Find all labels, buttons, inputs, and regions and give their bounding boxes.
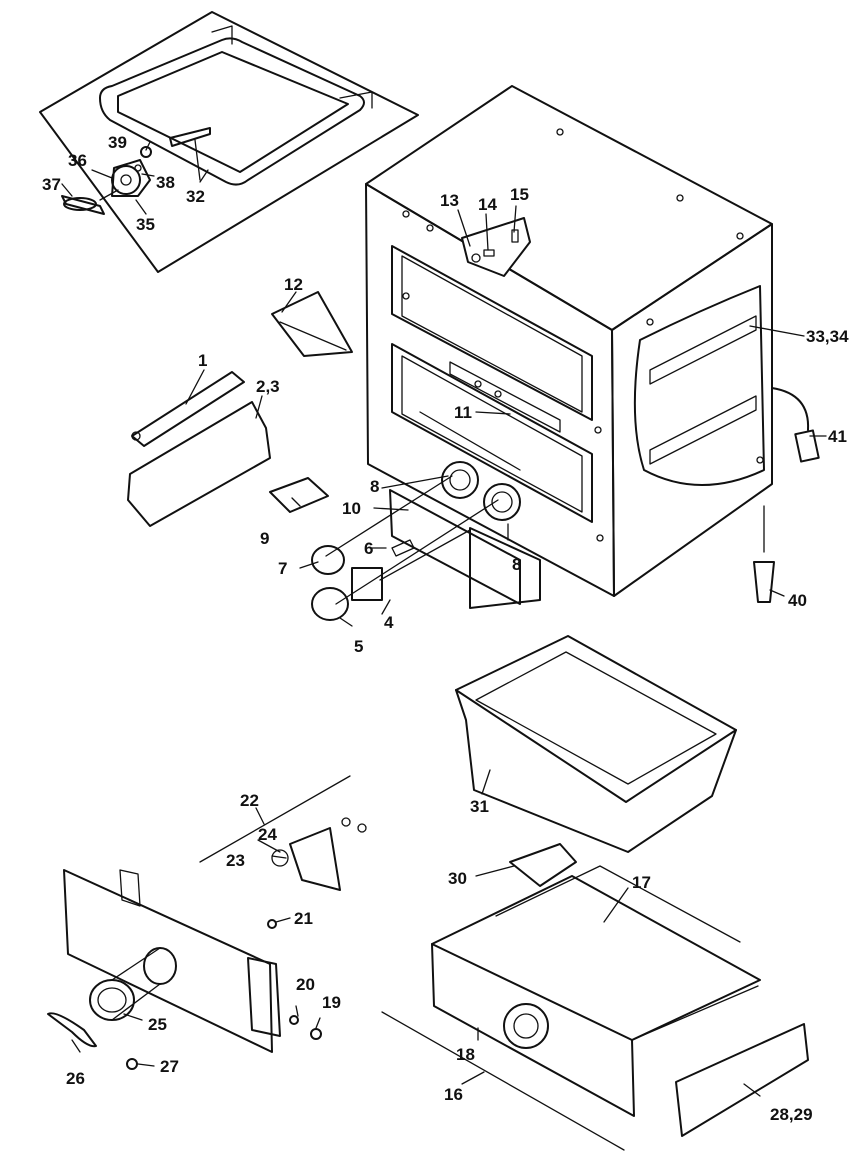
callout-27: 27 [160, 1057, 179, 1076]
callout-5: 5 [354, 637, 363, 656]
callout-6: 6 [364, 539, 373, 558]
bracket-12 [271, 291, 353, 357]
heating-element-1 [131, 371, 245, 447]
part-9 [269, 477, 329, 513]
callout-19: 19 [322, 993, 341, 1012]
callout-39: 39 [108, 133, 127, 152]
callout-14: 14 [478, 195, 497, 214]
callout-26: 26 [66, 1069, 85, 1088]
callout-11: 11 [454, 403, 472, 422]
screw-6 [391, 539, 415, 557]
switch-4 [351, 567, 383, 601]
ring-8a [441, 461, 479, 499]
callout-36: 36 [68, 151, 87, 170]
callout-38: 38 [156, 173, 175, 192]
callout-2-3: 2,3 [256, 377, 280, 396]
knob-7 [311, 545, 345, 575]
callout-8-left: 8 [370, 477, 379, 496]
callout-9: 9 [260, 529, 269, 548]
reflector-2-3 [127, 401, 271, 527]
leader-lines [61, 141, 827, 1097]
callout-25: 25 [148, 1015, 167, 1034]
callout-23: 23 [226, 851, 245, 870]
callout-17: 17 [632, 873, 651, 892]
callout-30: 30 [448, 869, 467, 888]
callout-10: 10 [342, 499, 361, 518]
plate-10 [389, 489, 521, 605]
callout-37: 37 [42, 175, 61, 194]
callout-labels: 1 2,3 4 5 6 7 8 8 9 10 11 12 13 14 15 16… [42, 133, 849, 1124]
callout-22: 22 [240, 791, 259, 810]
top-clip-13-15 [461, 217, 531, 277]
callout-12: 12 [284, 275, 303, 294]
part-30 [509, 843, 577, 887]
ring-8b [483, 483, 521, 521]
callout-21: 21 [294, 909, 313, 928]
slide-28-29 [675, 1023, 809, 1137]
callout-35: 35 [136, 215, 155, 234]
callout-40: 40 [788, 591, 807, 610]
drawer-assembly [381, 843, 809, 1151]
power-cord-41 [771, 387, 810, 431]
foot-40 [753, 561, 775, 603]
callout-13: 13 [440, 191, 459, 210]
callout-1: 1 [198, 351, 207, 370]
explode-lines [325, 475, 499, 605]
callout-18: 18 [456, 1045, 475, 1064]
callout-31: 31 [470, 797, 489, 816]
callout-20: 20 [296, 975, 315, 994]
pan-31 [455, 635, 737, 853]
cabinet-body [365, 85, 773, 597]
knob-5 [311, 587, 349, 621]
callout-16: 16 [444, 1085, 463, 1104]
mount-plate [469, 527, 541, 609]
callout-7: 7 [278, 559, 287, 578]
callout-32: 32 [186, 187, 205, 206]
callout-8-right: 8 [512, 555, 521, 574]
callout-4: 4 [384, 613, 394, 632]
front-panel-assembly [47, 775, 367, 1070]
callout-33-34: 33,34 [806, 327, 849, 346]
callout-24: 24 [258, 825, 277, 844]
callout-41: 41 [828, 427, 847, 446]
callout-15: 15 [510, 185, 529, 204]
callout-28-29: 28,29 [770, 1105, 813, 1124]
rack-inset-panel [39, 11, 419, 273]
